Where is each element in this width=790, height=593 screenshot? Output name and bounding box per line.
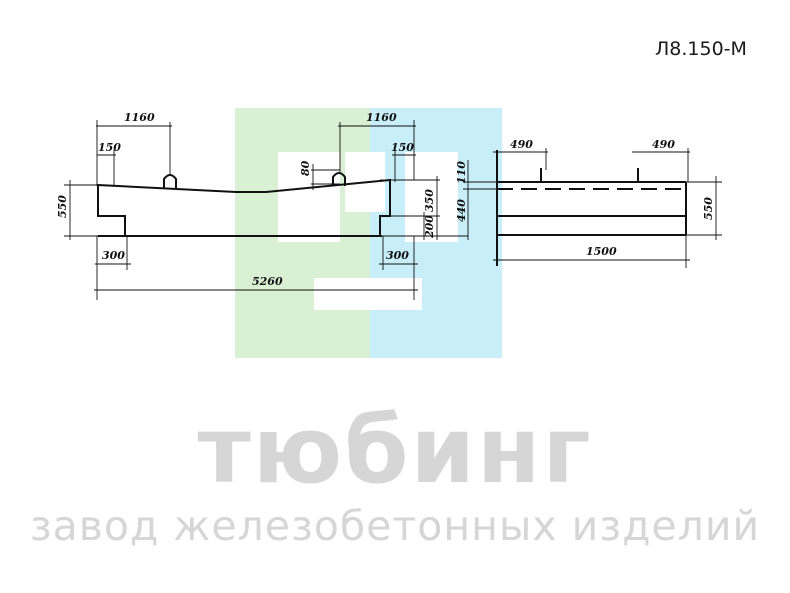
drawing-designation: Л8.150-М: [655, 38, 747, 60]
lifting-loop-right: [332, 172, 346, 186]
logo-cutout-bottom: [314, 278, 422, 310]
label-80: 80: [299, 160, 312, 176]
label-150-right: 150: [391, 141, 414, 154]
label-300-right: 300: [386, 249, 409, 262]
brand-tagline: завод железобетонных изделий: [29, 502, 761, 550]
label-150-left: 150: [98, 141, 121, 154]
label-550-right: 550: [702, 197, 715, 220]
label-490-left: 490: [510, 138, 533, 151]
label-350: 350: [423, 189, 436, 212]
label-440: 440: [455, 199, 468, 222]
side-view: 1160 150 1160 150 80 550 300 300 5260 20…: [56, 111, 468, 300]
label-5260: 5260: [252, 275, 283, 288]
label-1160-right: 1160: [366, 111, 397, 124]
brand-name: тюбинг: [197, 397, 593, 504]
lifting-loop-left: [163, 174, 177, 188]
logo-cutout-left: [278, 152, 340, 242]
cross-section: 490 490 110 440 550 1500: [455, 138, 722, 268]
label-200: 200: [423, 215, 436, 239]
brand-logo: [235, 108, 502, 358]
label-490-right: 490: [652, 138, 675, 151]
label-110: 110: [455, 161, 468, 184]
label-300-left: 300: [102, 249, 125, 262]
label-1160-left: 1160: [124, 111, 155, 124]
label-1500: 1500: [586, 245, 617, 258]
label-550-left: 550: [56, 195, 69, 218]
